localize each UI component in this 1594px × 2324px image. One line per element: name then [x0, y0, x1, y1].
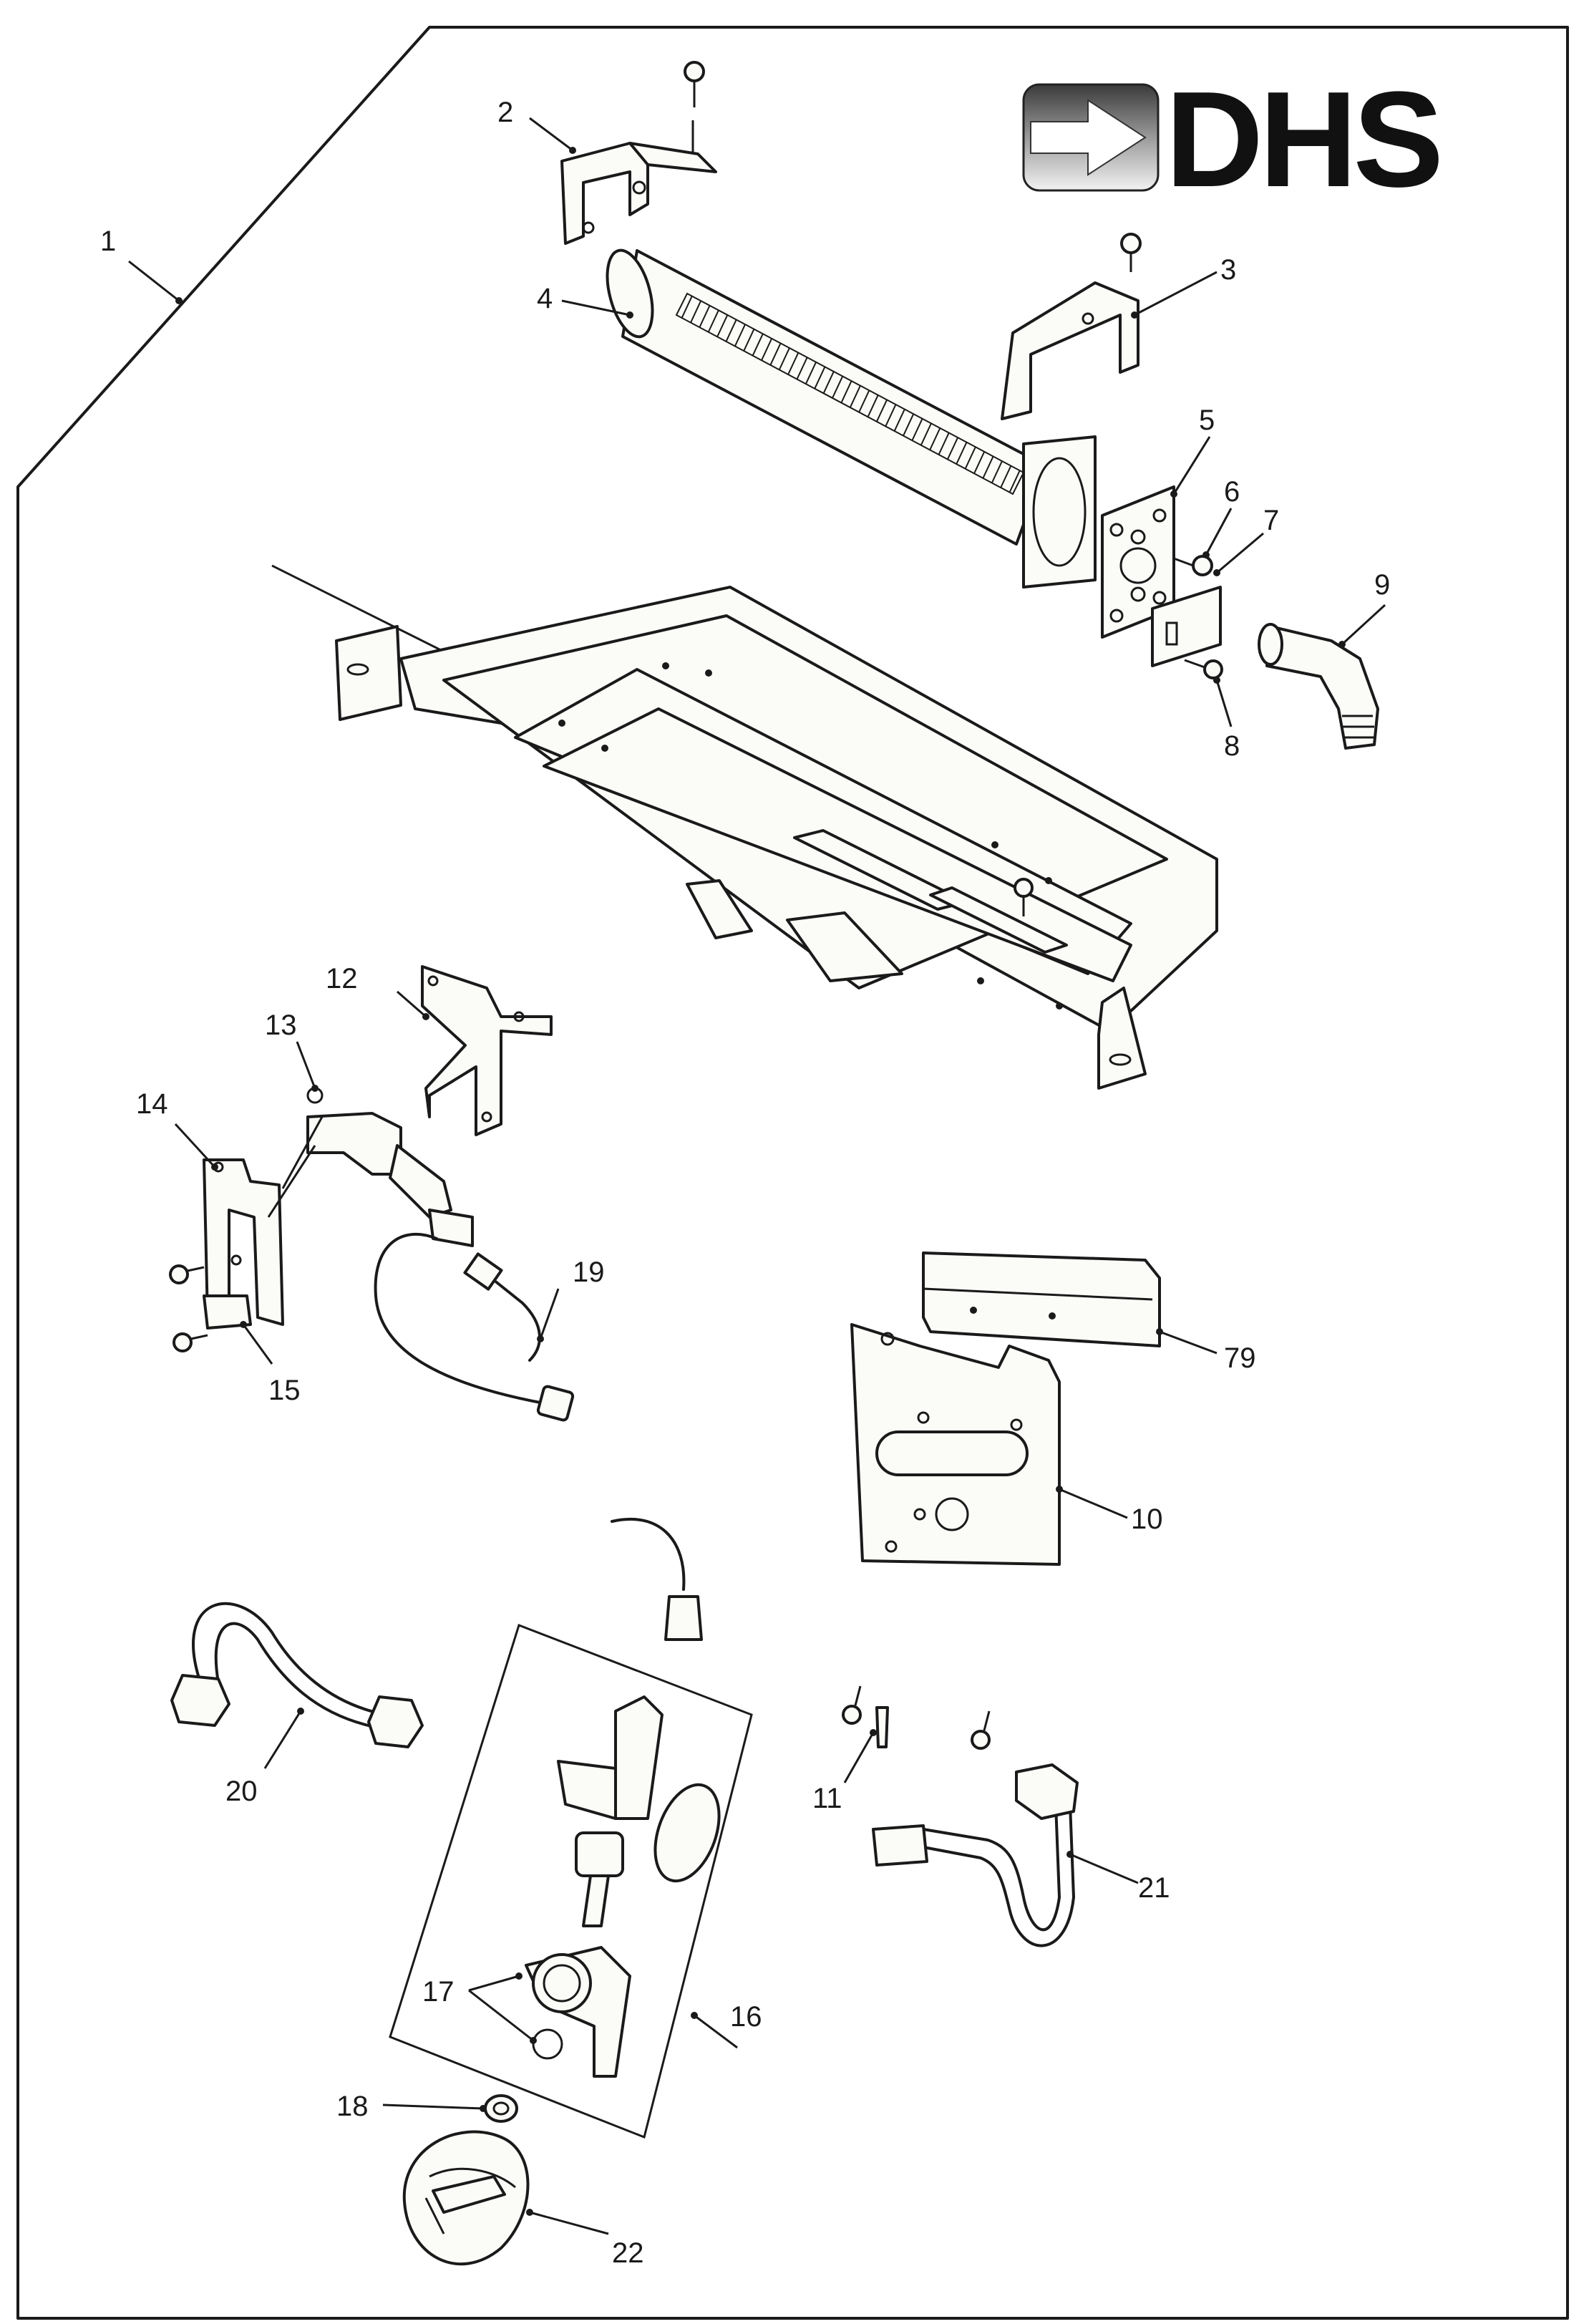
callout-12: 12 [326, 963, 358, 994]
callout-10: 10 [1131, 1504, 1163, 1535]
callout-7: 7 [1263, 505, 1279, 536]
part-6-screw [1173, 555, 1213, 576]
callout-5: 5 [1199, 405, 1215, 436]
part-12-bracket [421, 965, 553, 1136]
part-19-pilot-tube [374, 1232, 575, 1422]
callout-79: 79 [1224, 1342, 1256, 1374]
logo-arrow-icon [1030, 99, 1147, 176]
dhs-logo: DHS [1022, 64, 1444, 216]
callout-1: 1 [100, 226, 116, 257]
callout-9: 9 [1374, 569, 1390, 601]
callout-6: 6 [1224, 476, 1240, 508]
part-79-cover [922, 1251, 1161, 1347]
part-20-gas-tube [170, 1602, 424, 1748]
part-21-tube [872, 1763, 1079, 1947]
callout-18: 18 [336, 2091, 369, 2122]
callout-8: 8 [1224, 730, 1240, 762]
callout-16: 16 [730, 2001, 762, 2033]
enclosure-outline [16, 26, 1569, 2320]
leader-lines [128, 117, 1386, 2235]
part-22-knob [402, 2130, 530, 2266]
part-8-screw [1184, 659, 1223, 679]
part-15-clip [172, 1116, 324, 1352]
part-4-burner-tube [606, 248, 1097, 589]
callout-2: 2 [497, 97, 513, 128]
part-9-elbow [1258, 623, 1379, 750]
callout-21: 21 [1138, 1872, 1170, 1904]
callout-13: 13 [265, 1010, 297, 1041]
callout-4: 4 [537, 283, 553, 314]
part-16-gas-valve [389, 1624, 753, 2139]
callout-20: 20 [225, 1776, 258, 1807]
part-3-bracket [1001, 233, 1142, 420]
part-17-clip [532, 2028, 563, 2060]
logo-text: DHS [1165, 64, 1439, 216]
part-5-gasket [1101, 485, 1175, 639]
part-7-bracket [1151, 586, 1222, 667]
callout-17: 17 [422, 1976, 455, 2008]
thermocouple [611, 1517, 703, 1641]
part-18-washer [484, 2094, 518, 2123]
callout-11: 11 [812, 1783, 842, 1814]
callout-22: 22 [612, 2237, 644, 2269]
part-2-bracket [560, 61, 717, 245]
burner-tray [271, 564, 1218, 1090]
part-10-plate [850, 1323, 1061, 1566]
callout-labels: 1 2 3 4 5 6 7 8 9 10 11 12 13 14 15 16 1… [100, 97, 1390, 2269]
callout-14: 14 [136, 1088, 168, 1120]
callout-15: 15 [268, 1375, 301, 1406]
callout-3: 3 [1220, 254, 1236, 286]
part-11-screws [842, 1685, 991, 1750]
part-13-pilot [306, 1087, 474, 1247]
callout-19: 19 [573, 1257, 605, 1288]
